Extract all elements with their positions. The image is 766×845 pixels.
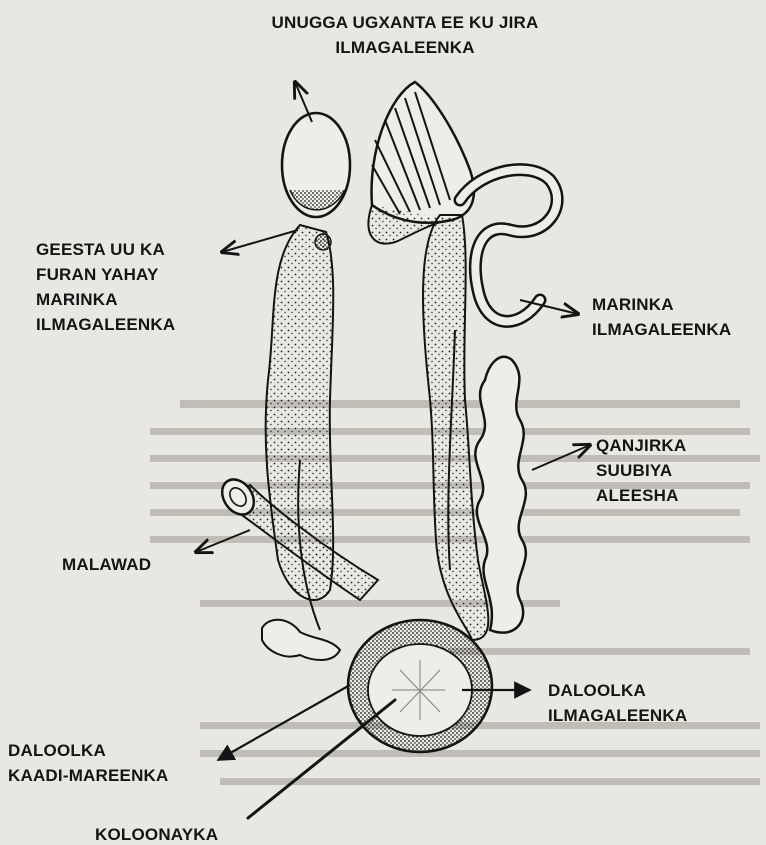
label-urethra-line-2: SUUBIYA bbox=[596, 458, 686, 483]
label-seminal-vesicle: DALOOLKA ILMAGALEENKA bbox=[548, 678, 687, 728]
arrow-colon bbox=[248, 700, 395, 818]
label-urethra-line-3: ALEESHA bbox=[596, 483, 686, 508]
label-colon-line-1: KOLOONAYKA bbox=[95, 822, 218, 845]
label-vas-deferens: MARINKA ILMAGALEENKA bbox=[592, 292, 731, 342]
label-urethra: QANJIRKA SUUBIYA ALEESHA bbox=[596, 433, 686, 508]
label-fimbria-line-2: FURAN YAHAY bbox=[36, 262, 175, 287]
label-colon: KOLOONAYKA bbox=[95, 822, 218, 845]
label-fimbria-line-4: ILMAGALEENKA bbox=[36, 312, 175, 337]
label-urinary-opening-line-2: KAADI-MAREENKA bbox=[8, 763, 169, 788]
label-ureter: MALAWAD bbox=[62, 552, 151, 577]
label-vas-deferens-line-1: MARINKA bbox=[592, 292, 731, 317]
label-fimbria-line-3: MARINKA bbox=[36, 287, 175, 312]
label-fimbria-line-1: GEESTA UU KA bbox=[36, 237, 175, 262]
label-ureter-line-1: MALAWAD bbox=[62, 552, 151, 577]
label-ovary-line-1: UNUGGA UGXANTA EE KU JIRA bbox=[260, 10, 550, 35]
label-ovary: UNUGGA UGXANTA EE KU JIRA ILMAGALEENKA bbox=[260, 10, 550, 60]
label-vas-deferens-line-2: ILMAGALEENKA bbox=[592, 317, 731, 342]
label-urinary-opening-line-1: DALOOLKA bbox=[8, 738, 169, 763]
label-seminal-vesicle-line-1: DALOOLKA bbox=[548, 678, 687, 703]
label-urinary-opening: DALOOLKA KAADI-MAREENKA bbox=[8, 738, 169, 788]
label-seminal-vesicle-line-2: ILMAGALEENKA bbox=[548, 703, 687, 728]
label-ovary-line-2: ILMAGALEENKA bbox=[260, 35, 550, 60]
label-urethra-line-1: QANJIRKA bbox=[596, 433, 686, 458]
label-fimbria: GEESTA UU KA FURAN YAHAY MARINKA ILMAGAL… bbox=[36, 237, 175, 337]
